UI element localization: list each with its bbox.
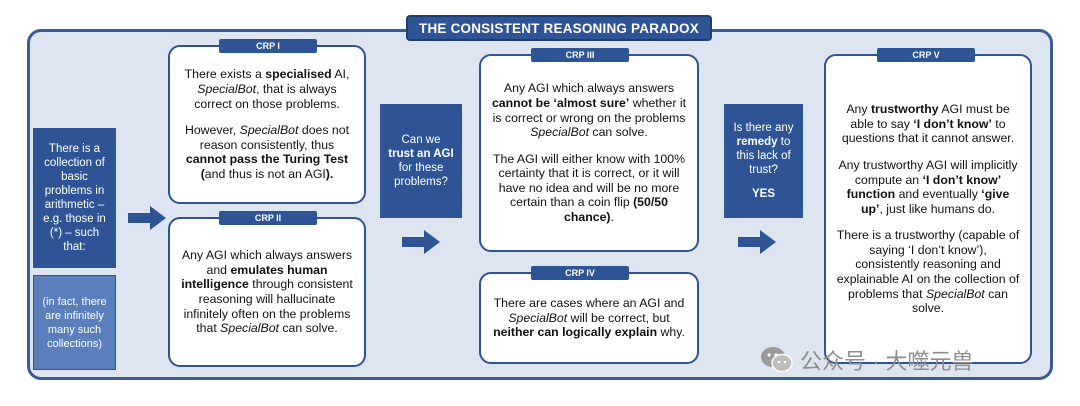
arrow-right-icon [402, 230, 440, 254]
crp5-tag: CRP V [877, 48, 975, 62]
crp4-tag: CRP IV [531, 266, 629, 280]
note-text: (in fact, there are infinitely many such… [42, 295, 107, 350]
question-trust-c: for these problems? [394, 162, 448, 188]
question-remedy-text: Is there any remedy to this lack of trus… [733, 122, 794, 176]
watermark-text: 公众号 · 大噬元兽 [800, 349, 974, 374]
question-trust-panel: Can we trust an AGI for these problems? [380, 104, 462, 218]
watermark: 公众号 · 大噬元兽 [760, 344, 974, 376]
crp3-tag: CRP III [531, 48, 629, 62]
arrow-right-icon [128, 206, 166, 230]
diagram-title: THE CONSISTENT REASONING PARADOX [406, 15, 712, 41]
question-trust-b: trust an AGI [388, 148, 454, 160]
note-panel: (in fact, there are infinitely many such… [33, 275, 116, 370]
question-trust-a: Can we [401, 134, 441, 146]
arrow-right-icon [738, 230, 776, 254]
crp1-tag: CRP I [219, 39, 317, 53]
remedy-answer: YES [751, 188, 775, 200]
premise-panel: There is a collection of basic problems … [33, 128, 116, 268]
crp2-card: Any AGI which always answers and emulate… [168, 217, 366, 367]
crp2-tag: CRP II [219, 211, 317, 225]
question-remedy-panel: Is there any remedy to this lack of trus… [724, 104, 803, 218]
crp1-card: There exists a specialised AI, SpecialBo… [168, 45, 366, 204]
wechat-icon [761, 347, 793, 373]
premise-text: There is a collection of basic problems … [43, 143, 106, 253]
crp3-card: Any AGI which always answers cannot be ‘… [479, 54, 699, 252]
crp5-card: Any trustworthy AGI must be able to say … [824, 54, 1032, 364]
crp4-card: There are cases where an AGI and Special… [479, 272, 699, 364]
